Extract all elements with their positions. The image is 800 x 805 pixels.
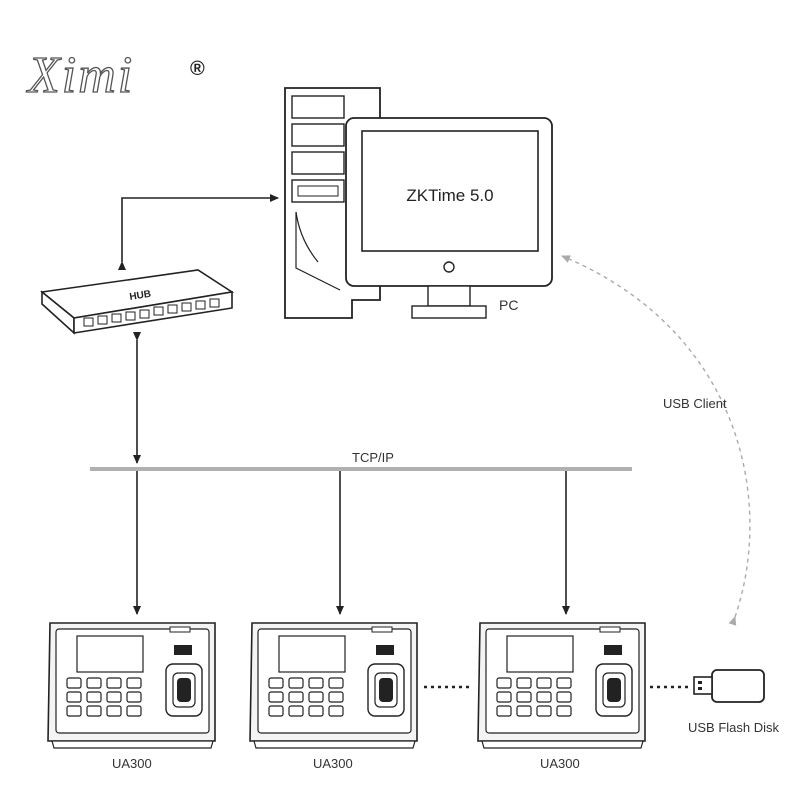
registered-mark: ®	[190, 58, 205, 80]
tcpip-label: TCP/IP	[352, 450, 394, 465]
pc-monitor-icon	[345, 117, 553, 319]
usb-flash-disk-label: USB Flash Disk	[688, 720, 780, 735]
usb-client-label: USB Client	[663, 396, 727, 411]
ximi-logo: Ximi	[27, 46, 135, 104]
ua300-device-1-icon	[47, 622, 216, 749]
hub-pc-connector	[118, 194, 279, 270]
pc-label: PC	[499, 297, 519, 313]
hub-label: HUB	[129, 289, 152, 303]
device-label-1: UA300	[112, 756, 152, 771]
device-label-2: UA300	[313, 756, 353, 771]
usb-flash-disk-icon	[693, 669, 765, 703]
usb-client-link	[561, 255, 751, 626]
hub-icon: HUB	[40, 269, 235, 335]
device-label-3: UA300	[540, 756, 580, 771]
pc-screen-text: ZKTime 5.0	[406, 186, 494, 205]
ua300-device-2-icon	[249, 622, 418, 749]
ua300-device-3-icon	[477, 622, 646, 749]
